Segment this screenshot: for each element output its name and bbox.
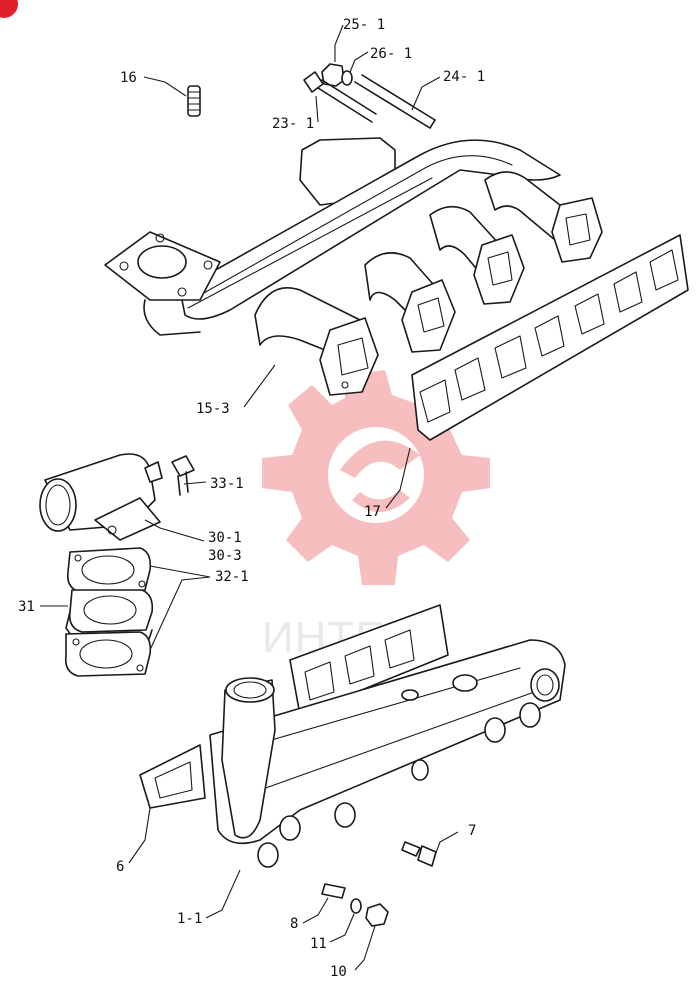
callout-16: 16 — [120, 70, 137, 86]
water-elbow-part-30-1[interactable] — [39, 453, 163, 541]
callout-32-1: 32-1 — [215, 569, 249, 585]
bolt-part-23-1[interactable] — [303, 71, 377, 123]
manifold-gasket-part-17[interactable] — [411, 234, 689, 441]
callout-1-1: 1-1 — [177, 911, 202, 927]
bolt-part-7[interactable] — [401, 841, 437, 867]
callout-31: 31 — [18, 599, 35, 615]
callout-11: 11 — [310, 936, 327, 952]
washer-part-26-1[interactable] — [341, 70, 353, 86]
corner-badge-icon — [0, 0, 18, 18]
callout-26-1: 26- 1 — [370, 46, 412, 62]
callout-33-1: 33-1 — [210, 476, 244, 492]
nut-part-10[interactable] — [365, 903, 389, 927]
exhaust-gasket-part-6[interactable] — [139, 604, 449, 809]
leader-lines — [40, 24, 459, 971]
callout-7: 7 — [468, 823, 476, 839]
stud-part-8[interactable] — [321, 883, 346, 899]
callout-30-1: 30-1 — [208, 530, 242, 546]
callout-15-3: 15-3 — [196, 401, 230, 417]
callout-17: 17 — [364, 504, 381, 520]
washer-part-11[interactable] — [350, 898, 362, 914]
intake-manifold-part[interactable] — [104, 137, 603, 396]
spring-stud-part-16[interactable] — [187, 85, 201, 117]
callout-23-1: 23- 1 — [272, 116, 314, 132]
callout-25-1: 25- 1 — [343, 17, 385, 33]
callout-24-1: 24- 1 — [443, 69, 485, 85]
callout-30-3: 30-3 — [208, 548, 242, 564]
long-stud-part-24-1[interactable] — [354, 74, 436, 129]
callout-10: 10 — [330, 964, 347, 980]
callout-8: 8 — [290, 916, 298, 932]
bolt-part-33-1[interactable] — [171, 455, 195, 496]
gasket-part-32-1[interactable] — [66, 547, 152, 593]
gasket-part-32-1-lower[interactable] — [64, 631, 152, 677]
exhaust-manifold-part-1-1[interactable] — [209, 639, 566, 868]
callout-6: 6 — [116, 859, 124, 875]
